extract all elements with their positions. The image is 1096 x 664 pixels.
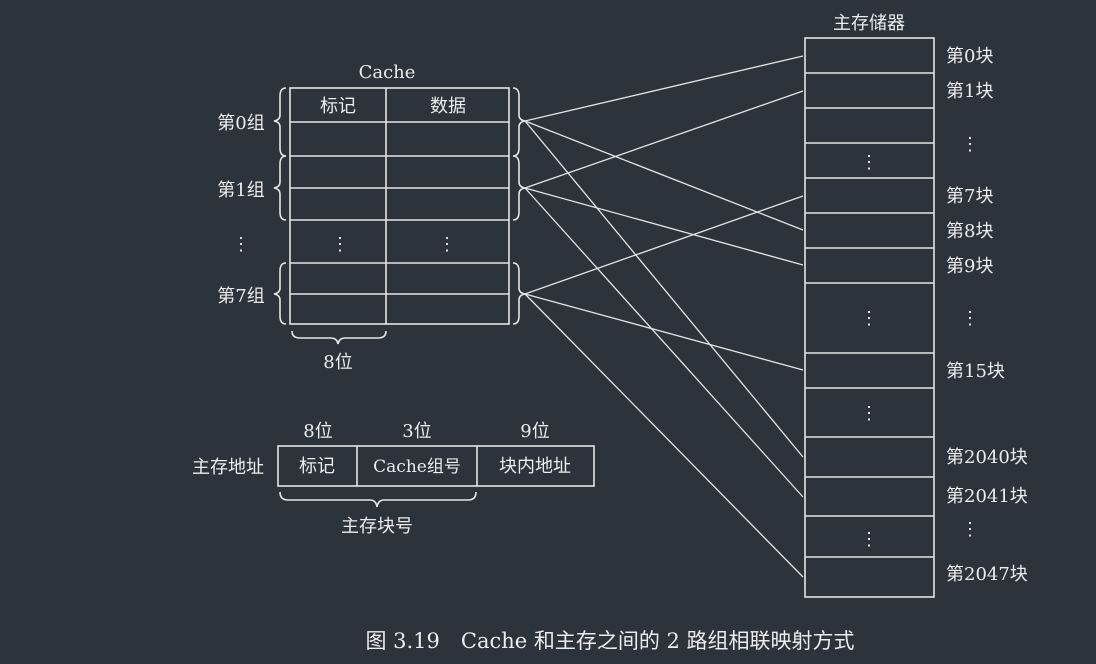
cache-table-border [289, 87, 510, 325]
data-ellipsis: ⋮ [438, 234, 456, 255]
address-field-offset: 块内地址 [499, 456, 571, 477]
address-border [277, 445, 595, 487]
mapping-line [524, 195, 804, 295]
cache-table [289, 87, 510, 325]
mapping-line [524, 55, 804, 122]
figure-caption: 图 3.19 Cache 和主存之间的 2 路组相联映射方式 [365, 629, 854, 653]
main-memory-table [804, 37, 935, 598]
cache-header-data: 数据 [430, 96, 466, 117]
block-label-ellipsis: ⋮ [961, 519, 979, 540]
block-label-7: 第7块 [946, 186, 993, 207]
group0-brace [273, 87, 287, 157]
memory-title: 主存储器 [833, 13, 905, 34]
address-field-tag: 标记 [299, 456, 335, 477]
mapping-lines [524, 55, 804, 578]
memory-ellipsis: ⋮ [860, 529, 878, 550]
mapping-line [524, 120, 804, 458]
block-label-2041: 第2041块 [946, 486, 1028, 507]
offset-bits-label: 9位 [520, 421, 549, 442]
group-ellipsis: ⋮ [232, 234, 250, 255]
block-label-9: 第9块 [946, 256, 993, 277]
mapping-line [524, 293, 804, 578]
address-format-table [277, 445, 595, 487]
group1-right-brace [512, 155, 526, 221]
mapping-line [524, 120, 804, 231]
block-label-2047: 第2047块 [946, 564, 1028, 585]
block-label-2040: 第2040块 [946, 447, 1028, 468]
group1-label: 第1组 [217, 180, 264, 201]
block-label-8: 第8块 [946, 221, 993, 242]
cache-title: Cache [359, 62, 416, 83]
block-number-brace [279, 491, 477, 508]
mapping-line [524, 187, 804, 498]
mapping-line [524, 293, 804, 371]
memory-ellipsis: ⋮ [860, 308, 878, 329]
block-label-1: 第1块 [946, 81, 993, 102]
block-label-ellipsis: ⋮ [961, 134, 979, 155]
block-number-label: 主存块号 [341, 516, 413, 537]
block-label-15: 第15块 [946, 361, 1005, 382]
group7-right-brace [512, 262, 526, 325]
mapping-line [524, 90, 804, 189]
memory-ellipsis: ⋮ [860, 152, 878, 173]
group1-brace [273, 155, 287, 221]
group7-brace [273, 262, 287, 325]
block-label-ellipsis: ⋮ [961, 308, 979, 329]
tag-width-brace [291, 330, 387, 345]
tag-width-label: 8位 [323, 352, 352, 373]
tag-ellipsis: ⋮ [331, 234, 349, 255]
tag-bits-label: 8位 [303, 421, 332, 442]
set-bits-label: 3位 [402, 421, 431, 442]
cache-header-tag: 标记 [320, 96, 356, 117]
address-field-set: Cache组号 [373, 457, 461, 477]
memory-ellipsis: ⋮ [860, 403, 878, 424]
group0-label: 第0组 [217, 113, 264, 134]
mapping-line [524, 187, 804, 266]
group7-label: 第7组 [217, 286, 264, 307]
address-label: 主存地址 [192, 457, 264, 478]
block-label-0: 第0块 [946, 46, 993, 67]
group0-right-brace [512, 87, 526, 157]
memory-border [804, 37, 935, 598]
